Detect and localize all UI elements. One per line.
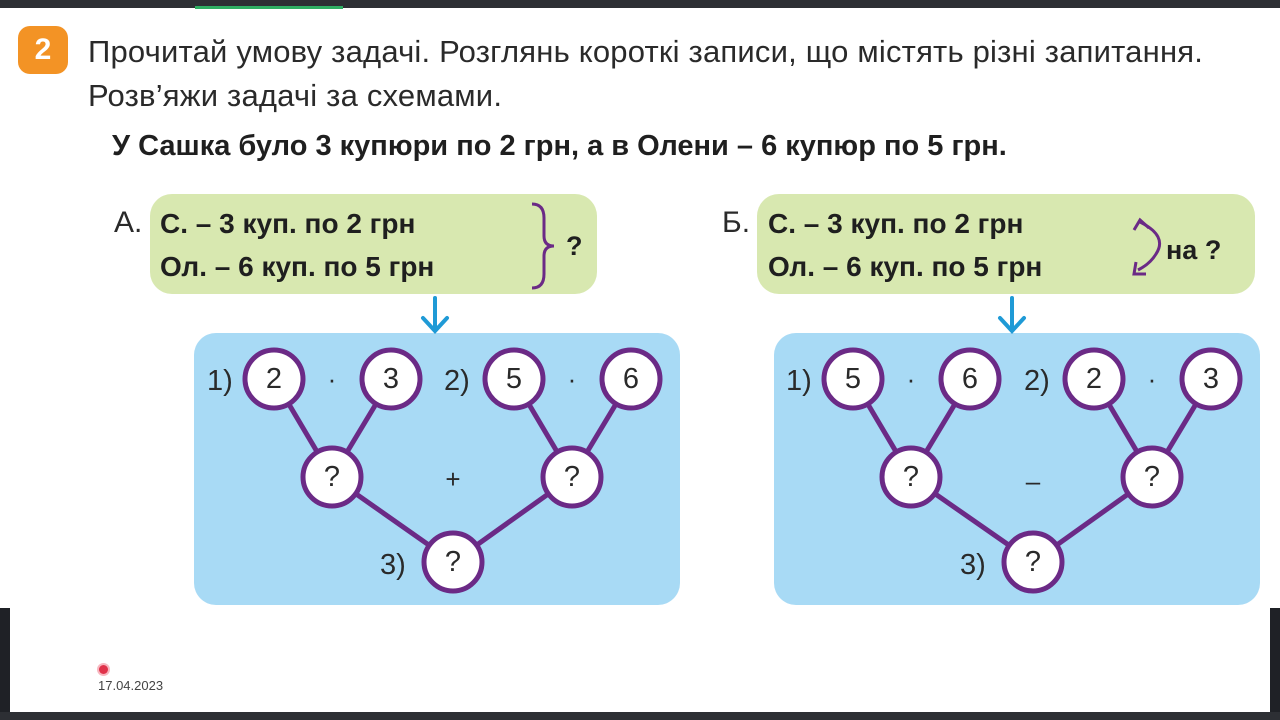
variant-a-note-line-1: С. – 3 куп. по 2 грн — [160, 208, 416, 239]
variant-b-label: Б. — [722, 206, 751, 239]
svg-text:5: 5 — [506, 363, 522, 395]
footer-right-edge — [1270, 608, 1280, 720]
variant-b-note-line-1: С. – 3 куп. по 2 грн — [768, 208, 1024, 239]
variant-b-down-arrow-icon — [998, 296, 1026, 334]
variant-a-node-r3: ? — [421, 530, 485, 594]
problem-statement: У Сашка було 3 купюри по 2 грн, а в Олен… — [112, 130, 1007, 162]
svg-text:5: 5 — [845, 363, 861, 395]
variant-b-node-r1: ? — [879, 445, 943, 509]
variant-b-node-b1: 6 — [938, 347, 1002, 411]
variant-a-step-2-label: 2) — [444, 365, 470, 397]
variant-a-node-a1: 2 — [242, 347, 306, 411]
pointer-dot-icon — [99, 665, 108, 674]
variant-b-node-a2: 2 — [1062, 347, 1126, 411]
variant-a-question: ? — [566, 231, 583, 261]
svg-text:?: ? — [564, 461, 580, 493]
variant-a-brace-icon — [531, 202, 555, 290]
slide: 2 Прочитай умову задачі. Розглянь коротк… — [0, 8, 1280, 608]
variant-a-op-2: · — [568, 364, 577, 394]
variant-a-label: А. — [114, 206, 143, 239]
variant-a-step-3-label: 3) — [380, 549, 406, 581]
svg-text:?: ? — [1144, 461, 1160, 493]
variant-b-note-line-2: Ол. – 6 куп. по 5 грн — [768, 251, 1043, 282]
variant-a-node-r2: ? — [540, 445, 604, 509]
variant-b-op-1: · — [907, 364, 916, 394]
variant-b-short-note — [757, 194, 1255, 294]
variant-a-mid-op: + — [445, 464, 460, 494]
svg-text:?: ? — [324, 461, 340, 493]
slide-date: 17.04.2023 — [98, 678, 164, 693]
svg-text:3: 3 — [1203, 363, 1219, 395]
exercise-instruction: Прочитай умову задачі. Розглянь короткі … — [88, 34, 1204, 113]
variant-b-question: на ? — [1166, 235, 1222, 265]
variant-a-short-note — [150, 194, 597, 294]
variant-a-note-line-2: Ол. – 6 куп. по 5 грн — [160, 251, 435, 282]
variant-a-op-1: · — [328, 364, 337, 394]
variant-a-node-b1: 3 — [359, 347, 423, 411]
variant-b-node-b2: 3 — [1179, 347, 1243, 411]
svg-text:?: ? — [445, 546, 461, 578]
variant-b-curved-arrow-icon — [1137, 220, 1161, 272]
top-progress-accent — [195, 6, 343, 9]
variant-b-node-r3: ? — [1001, 530, 1065, 594]
variant-b-op-2: · — [1148, 364, 1157, 394]
variant-a-node-a2: 5 — [482, 347, 546, 411]
bottom-frame-bar — [0, 712, 1280, 720]
variant-b-step-2-label: 2) — [1024, 365, 1050, 397]
variant-a-node-r1: ? — [300, 445, 364, 509]
variant-b-step-3-label: 3) — [960, 549, 986, 581]
variant-a-node-b2: 6 — [599, 347, 663, 411]
variant-b-mid-op: – — [1026, 466, 1041, 496]
top-frame-bar — [0, 0, 1280, 8]
variant-a-step-1-label: 1) — [207, 365, 233, 397]
variant-b-arrow-head-bottom-icon — [1132, 261, 1146, 276]
variant-b-node-a1: 5 — [821, 347, 885, 411]
svg-text:?: ? — [903, 461, 919, 493]
svg-text:6: 6 — [623, 363, 639, 395]
svg-text:3: 3 — [383, 363, 399, 395]
footer-area — [0, 608, 1280, 720]
exercise-number-badge: 2 — [18, 26, 68, 74]
variant-b-node-r2: ? — [1120, 445, 1184, 509]
svg-text:2: 2 — [1086, 363, 1102, 395]
variant-b-step-1-label: 1) — [786, 365, 812, 397]
variant-a-down-arrow-icon — [421, 296, 449, 334]
svg-text:6: 6 — [962, 363, 978, 395]
footer-left-edge — [0, 608, 10, 720]
svg-text:?: ? — [1025, 546, 1041, 578]
variant-b-arrow-head-top-icon — [1132, 217, 1150, 231]
svg-text:2: 2 — [266, 363, 282, 395]
schemes-drawing: 1) 2) 3) 2 · 3 5 · 6 ? + ? ? 1) 2) 3) 5 … — [207, 202, 1243, 594]
